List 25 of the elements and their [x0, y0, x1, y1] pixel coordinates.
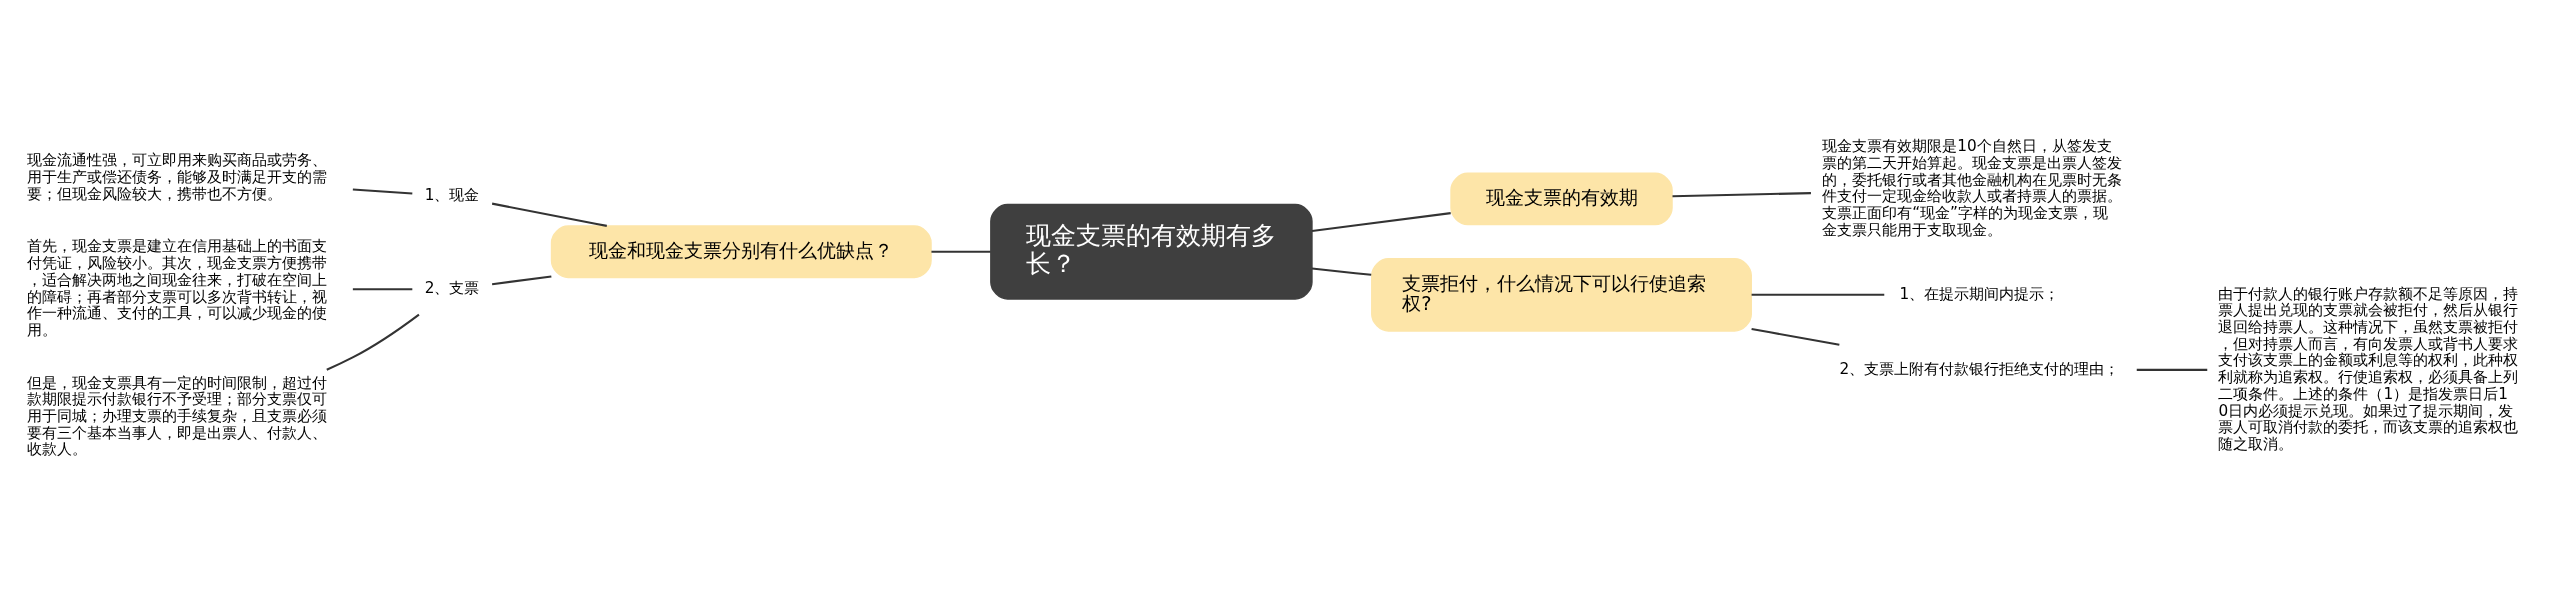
node-text: 但是，现金支票具有一定的时间限制，超过付款期限提示付款银行不予受理；部分支票仅可用于同城；办理支票的手续复杂，且支票必须要有三个基本当事人，即是出票人、付款人、收款人。 — [27, 373, 328, 458]
connector — [2136, 368, 2208, 371]
node-text: 现金支票有效期限是10个自然日，从签发支票的第二天开始算起。现金支票是出票人签发的，委托银行或者其他金融机构在见票时无条件支付一定现金给收款人或者持票人的票据。支票正面印有“现金”字样的为现金支票，现金支票只能用于支取现金。 — [1822, 136, 2123, 239]
connector — [352, 187, 413, 195]
node-text: 现金流通性强，可立即用来购买商品或劳务、用于生产或偿还债务，能够及时满足开支的需要；但现金风险较大，携带也不方便。 — [27, 150, 328, 203]
connector — [326, 313, 420, 371]
node-box: 现金支票的有效期 — [1450, 172, 1673, 225]
node-text: 1、在提示期间内提示； — [1899, 284, 2060, 303]
connector — [352, 287, 413, 290]
node-text: 首先，现金支票是建立在信用基础上的书面支付凭证，风险较小。其次，现金支票方便携带，适合解决两地之间现金往来，打破在空间上的障碍；再者部分支票可以多次背书转让，视作一种流通、支付的工具，可以减少现金的使用。 — [27, 236, 328, 339]
connector — [492, 274, 552, 285]
node-box: 现金和现金支票分别有什么优缺点？ — [550, 224, 932, 278]
node-box: 支票拒付，什么情况下可以行使追索权? — [1371, 257, 1752, 332]
node-text: 1、现金 — [424, 185, 480, 204]
connector — [1672, 191, 1811, 197]
node-text: 由于付款人的银行账户存款额不足等原因，持票人提出兑现的支票就会被拒付，然后从银行退回给持票人。这种情况下，虽然支票被拒付，但对持票人而言，有向发票人或背书人要求支付该支票上的金额或利息等的权利，此种权利就称为追索权。行使追索权，必须具备上列二项条件。上述的条件（1）是指发票日后10日内必须提示兑现。如果过了提示期间，发票人可取消付款的委托，而该支票的追索权也随之取消。 — [2218, 284, 2519, 453]
connector — [1751, 327, 1840, 346]
node-text: 2、支票上附有付款银行拒绝支付的理由； — [1839, 359, 2120, 378]
connector — [1311, 211, 1451, 232]
connector — [1751, 293, 1885, 296]
connector — [1311, 267, 1372, 276]
connector — [931, 250, 991, 253]
node-box: 现金支票的有效期有多长？ — [990, 203, 1313, 300]
connector — [491, 202, 607, 227]
node-text: 2、支票 — [424, 278, 480, 297]
